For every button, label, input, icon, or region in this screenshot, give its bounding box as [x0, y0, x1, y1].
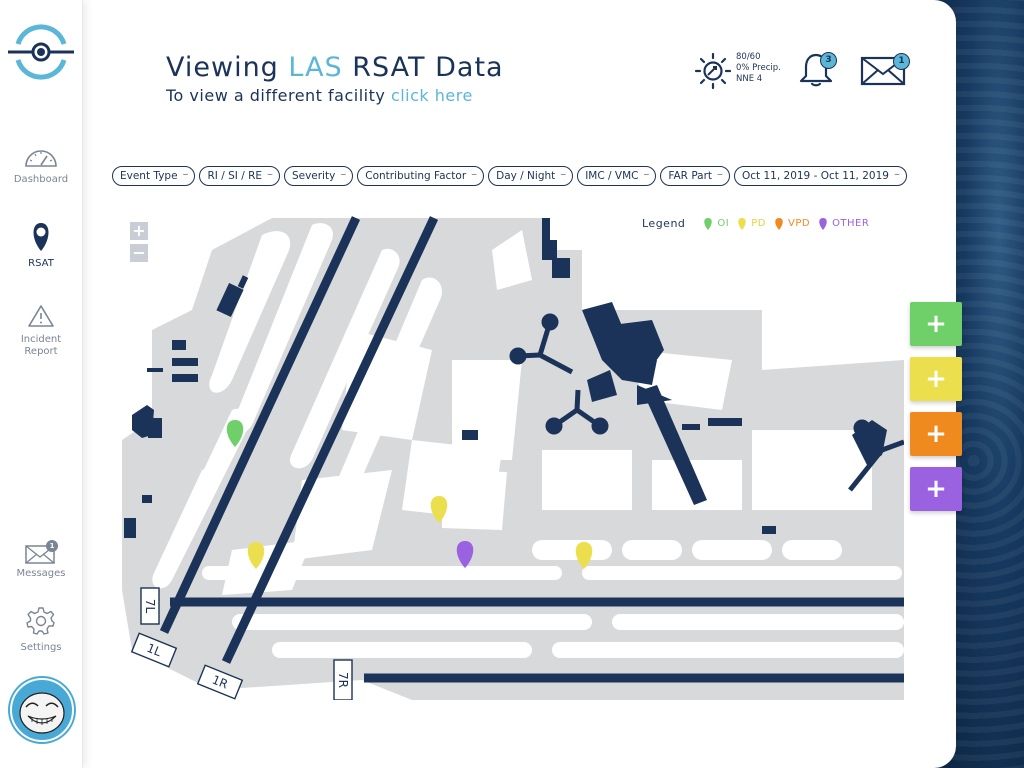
filter-event-type[interactable]: Event Type ⌣ — [112, 166, 196, 186]
app-logo — [8, 24, 74, 80]
incident-markers — [226, 420, 593, 569]
chevron-down-icon: ⌣ — [471, 170, 478, 180]
legend-item-oi: OI — [703, 217, 729, 230]
map-pin-icon — [704, 217, 713, 230]
runway-label-1l: 1L — [145, 641, 164, 659]
filter-label: RI / SI / RE — [207, 170, 262, 182]
chevron-down-icon: ⌣ — [182, 170, 189, 180]
sun-wind-icon — [694, 52, 732, 90]
sidebar: Dashboard RSAT Incident Report 1 Message… — [0, 0, 83, 768]
notifications-button[interactable]: 3 — [796, 50, 840, 90]
sidebar-item-dashboard[interactable]: Dashboard — [0, 148, 82, 186]
map-islands — [152, 223, 904, 658]
gear-icon — [26, 607, 55, 635]
filter-ri-si-re[interactable]: RI / SI / RE ⌣ — [199, 166, 280, 186]
filter-day-night[interactable]: Day / Night ⌣ — [488, 166, 574, 186]
map-pin-icon — [775, 217, 783, 230]
sidebar-item-settings[interactable]: Settings — [0, 606, 82, 654]
marker-pd[interactable] — [575, 542, 593, 569]
legend-item-pd: PD — [737, 217, 766, 230]
main-panel: Viewing LAS RSAT Data To view a differen… — [0, 0, 956, 768]
runway-label-1r: 1R — [210, 673, 230, 692]
chevron-down-icon: ⌣ — [893, 170, 900, 180]
sidebar-item-messages[interactable]: 1 Messages — [16, 540, 66, 579]
legend-title: Legend — [642, 216, 686, 230]
sidebar-item-rsat[interactable]: RSAT — [0, 220, 82, 270]
chevron-down-icon: ⌣ — [267, 170, 273, 180]
runway-label-7l: 7L — [143, 599, 157, 614]
airport-map[interactable]: 7L 1L 1R 7R — [112, 210, 904, 700]
mail-button[interactable]: 1 — [860, 52, 912, 88]
runway-labels: 7L 1L 1R 7R — [130, 587, 353, 700]
marker-other[interactable] — [456, 541, 474, 568]
marker-pd[interactable] — [247, 542, 265, 569]
page-title: Viewing LAS RSAT Data — [166, 52, 504, 83]
filter-contributing-factor[interactable]: Contributing Factor ⌣ — [357, 166, 485, 186]
chevron-down-icon: ⌣ — [643, 170, 650, 180]
marker-pd[interactable] — [430, 496, 448, 523]
filter-severity[interactable]: Severity ⌣ — [283, 166, 354, 186]
warning-icon — [28, 305, 54, 327]
filter-label: Oct 11, 2019 - Oct 11, 2019 — [741, 170, 889, 182]
filter-label: Severity — [291, 170, 336, 182]
filter-label: Day / Night — [496, 170, 556, 182]
runway-label-7r: 7R — [336, 672, 350, 688]
filter-imc-vmc[interactable]: IMC / VMC ⌣ — [577, 166, 657, 186]
add-pd-button[interactable]: + — [910, 357, 962, 401]
weather-widget: 80/60 0% Precip. NNE 4 — [694, 50, 794, 90]
zoom-out-button[interactable]: − — [130, 244, 148, 262]
weather-wind: NNE 4 — [736, 74, 763, 84]
concourse-hubs — [509, 313, 904, 492]
map-legend: Legend OI PD VPD OTHER — [642, 214, 869, 232]
add-other-button[interactable]: + — [910, 467, 962, 511]
notifications-badge: 3 — [820, 52, 837, 69]
page-subtitle: To view a different facility click here — [166, 86, 473, 105]
terminal-pier — [642, 385, 707, 505]
filter-bar: Event Type⌣RI / SI / RE⌣Severity⌣Contrib… — [112, 166, 907, 186]
filter-label: FAR Part — [668, 170, 713, 182]
marker-oi[interactable] — [226, 420, 244, 447]
sidebar-item-incident-report[interactable]: Incident Report — [0, 304, 82, 358]
filter-label: IMC / VMC — [585, 170, 639, 182]
change-facility-link[interactable]: click here — [390, 86, 473, 105]
facility-code: LAS — [288, 52, 343, 83]
chevron-down-icon: ⌣ — [340, 170, 347, 180]
filter-far-part[interactable]: FAR Part ⌣ — [660, 166, 730, 186]
messages-badge: 1 — [46, 540, 58, 552]
mail-badge: 1 — [893, 53, 910, 70]
map-pin-icon — [819, 217, 827, 230]
add-vpd-button[interactable]: + — [910, 412, 962, 456]
user-avatar-image — [19, 692, 65, 734]
chevron-down-icon: ⌣ — [560, 170, 567, 180]
runways — [159, 216, 904, 683]
add-oi-button[interactable]: + — [910, 302, 962, 346]
filter-label: Contributing Factor — [365, 170, 467, 182]
legend-item-vpd: VPD — [774, 217, 810, 230]
avatar[interactable] — [10, 678, 74, 742]
filter-oct-11-2019-oct-11-2019[interactable]: Oct 11, 2019 - Oct 11, 2019 ⌣ — [733, 166, 907, 186]
chevron-down-icon: ⌣ — [717, 170, 723, 180]
filter-label: Event Type — [120, 170, 178, 182]
zoom-in-button[interactable]: + — [130, 222, 148, 240]
speedometer-icon — [25, 150, 57, 167]
legend-item-other: OTHER — [818, 217, 869, 230]
weather-precip: 0% Precip. — [736, 63, 781, 73]
map-pin-icon — [33, 223, 49, 251]
map-pin-icon — [738, 217, 746, 230]
weather-temp: 80/60 — [736, 52, 761, 62]
